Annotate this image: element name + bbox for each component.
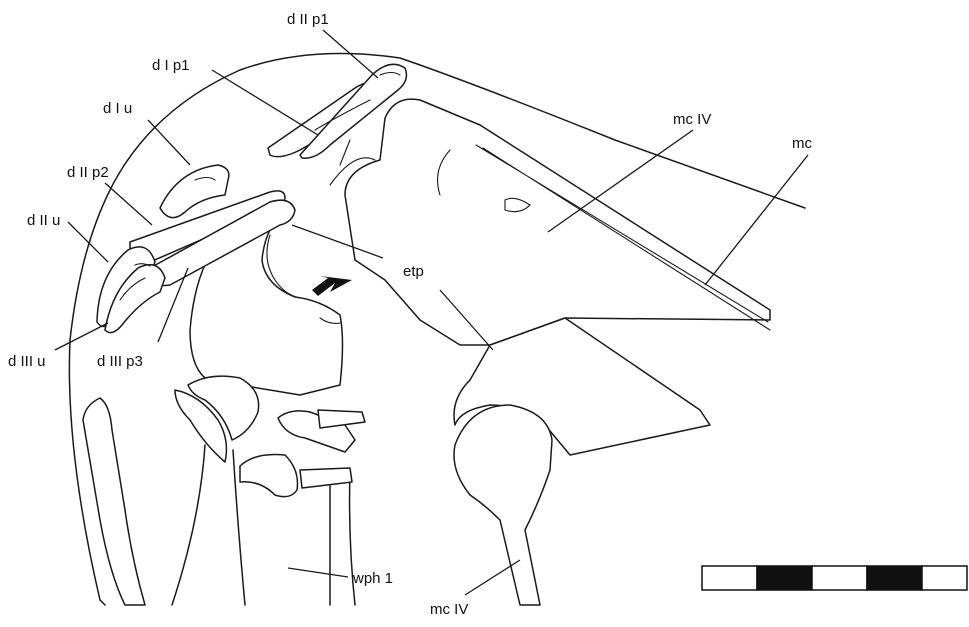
scale-bar-segment-2: [757, 566, 812, 590]
scale-bar-segment-4: [867, 566, 922, 590]
label-d-II-u: d II u: [27, 212, 60, 229]
label-mc: mc: [792, 135, 812, 152]
carpal-element-4: [318, 410, 365, 428]
scale-bar-segment-5: [922, 566, 967, 590]
label-d-I-u: d I u: [103, 100, 132, 117]
scale-bar-segment-3: [812, 566, 867, 590]
label-d-III-u: d III u: [8, 353, 46, 370]
label-d-II-p1: d II p1: [287, 11, 329, 28]
carpal-element-6: [300, 468, 352, 488]
carpal-element-5: [240, 454, 298, 496]
left-long-bone: [83, 398, 145, 605]
scale-bar-segment-1: [702, 566, 757, 590]
label-mc-IV-lower: mc IV: [430, 601, 468, 618]
scale-bar: [702, 566, 967, 590]
metacarpal-block: [345, 99, 770, 345]
label-d-II-p2: d II p2: [67, 164, 109, 181]
arrow-icon: [312, 276, 352, 296]
label-d-I-p1: d I p1: [152, 57, 190, 74]
label-etp: etp: [403, 263, 424, 280]
label-wph-1: wph 1: [352, 570, 393, 587]
label-d-III-p3: d III p3: [97, 353, 143, 370]
metacarpal-IV-lower: [454, 405, 552, 605]
label-mc-IV-upper: mc IV: [673, 111, 711, 128]
